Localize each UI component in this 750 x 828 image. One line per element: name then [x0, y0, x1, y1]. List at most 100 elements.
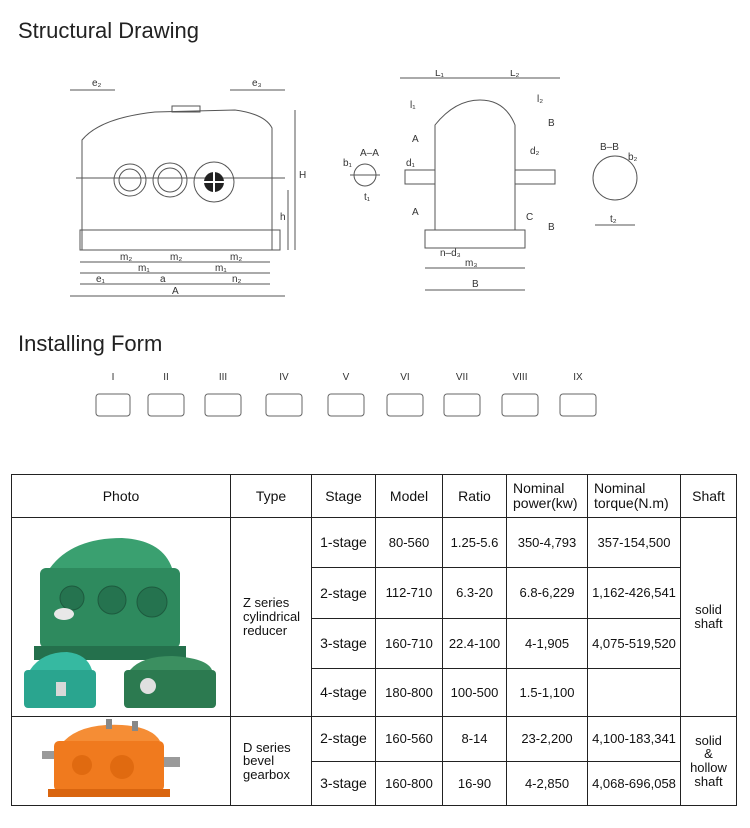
header-photo: Photo — [11, 474, 231, 518]
d-shaft-line2: & — [704, 746, 713, 762]
label-m1-b: m₁ — [215, 263, 227, 274]
label-d1: d₁ — [406, 158, 416, 169]
label-d2: d₂ — [530, 146, 540, 157]
table-row: 3-stage 160-800 16-90 4-2,850 4,068-696,… — [12, 760, 737, 807]
z-type-line2: cylindrical — [243, 609, 301, 624]
table-row: 3-stage 160-710 22.4-100 4-1,905 4,075-5… — [12, 617, 737, 670]
label-t2: t₂ — [610, 214, 617, 225]
d-shaft-line4: shaft — [694, 773, 723, 789]
z-torque-2: 1,162-426,541 — [587, 567, 681, 619]
z-power-3: 4-1,905 — [506, 617, 588, 670]
z-series-photo — [11, 517, 231, 717]
install-form-1: I — [112, 372, 115, 383]
front-view-housing — [81, 109, 273, 251]
label-m2-b: m₂ — [170, 252, 182, 263]
z-stage-1: 1-stage — [311, 516, 376, 569]
label-n2: n₂ — [232, 274, 242, 285]
gear-circle-1 — [113, 163, 147, 197]
install-form-3: III — [219, 372, 227, 383]
label-m2-c: m₂ — [230, 252, 242, 263]
label-A-bottom: A — [412, 207, 419, 218]
d-stage-2: 3-stage — [311, 760, 376, 807]
z-power-4: 1.5-1,100 — [506, 668, 588, 717]
z-model-3: 160-710 — [375, 617, 443, 670]
label-b1: b₁ — [343, 158, 353, 169]
d-series-type: D series bevel gearbox — [230, 715, 312, 807]
label-bb: B–B — [600, 142, 619, 153]
z-type-line3: reducer — [243, 622, 288, 638]
label-B-bottom: B — [548, 222, 555, 233]
z-shaft-line2: shaft — [694, 615, 723, 631]
z-ratio-2: 6.3-20 — [442, 567, 507, 619]
install-box-8 — [501, 393, 539, 417]
label-m1-a: m₁ — [138, 263, 150, 274]
z-stage-4: 4-stage — [311, 668, 376, 717]
header-torque-line2: torque(N.m) — [594, 495, 669, 511]
z-model-2: 112-710 — [375, 567, 443, 619]
label-A: A — [172, 286, 179, 297]
install-box-4 — [265, 393, 303, 417]
label-t1: t₁ — [364, 192, 371, 203]
label-h: h — [280, 212, 286, 223]
install-box-1 — [95, 393, 131, 417]
install-form-2: II — [163, 372, 169, 383]
table-row: Z series cylindrical reducer 1-stage 80-… — [11, 516, 737, 717]
label-m2-a: m₂ — [120, 252, 132, 263]
d-series-photo — [11, 715, 231, 807]
install-form-5: V — [343, 372, 350, 383]
z-model-1: 80-560 — [375, 516, 443, 569]
d-gearbox-image — [42, 718, 180, 797]
z-reducer-small-teal-image — [24, 652, 96, 708]
output-shaft — [514, 169, 556, 185]
installing-forms-svg: I II III IV V VI VII VIII IX — [95, 372, 597, 417]
d-torque-2: 4,068-696,058 — [587, 760, 681, 807]
label-e2: e₂ — [92, 78, 102, 89]
z-reducer-large-image — [34, 538, 186, 660]
label-e1: e₁ — [96, 274, 106, 285]
install-box-9 — [559, 393, 597, 417]
z-model-4: 180-800 — [375, 668, 443, 717]
z-torque-4 — [587, 668, 681, 717]
label-A-top: A — [412, 134, 419, 145]
header-type: Type — [230, 474, 312, 518]
z-power-1: 350-4,793 — [506, 516, 588, 569]
label-L1: L₁ — [435, 70, 445, 79]
install-form-6: VI — [400, 372, 409, 383]
d-power-1: 23-2,200 — [506, 715, 588, 762]
d-model-1: 160-560 — [375, 715, 443, 762]
d-type-line1: D series — [243, 739, 291, 755]
label-nd3: n–d₃ — [440, 248, 461, 259]
z-shaft-line1: solid — [695, 602, 722, 618]
d-power-2: 4-2,850 — [506, 760, 588, 807]
label-l2: l₂ — [537, 94, 543, 105]
header-shaft: Shaft — [680, 474, 737, 518]
z-power-2: 6.8-6,229 — [506, 567, 588, 619]
label-b2: b₂ — [628, 152, 638, 163]
z-ratio-1: 1.25-5.6 — [442, 516, 507, 569]
z-ratio-3: 22.4-100 — [442, 617, 507, 670]
d-torque-1: 4,100-183,341 — [587, 715, 681, 762]
label-a: a — [160, 274, 166, 285]
z-ratio-4: 100-500 — [442, 668, 507, 717]
z-type-line1: Z series — [243, 595, 290, 611]
label-L2: L₂ — [510, 70, 520, 79]
header-power-line1: Nominal — [513, 480, 565, 497]
z-stage-2: 2-stage — [311, 567, 376, 619]
d-type-line3: gearbox — [243, 766, 290, 782]
header-power-line2: power(kw) — [513, 495, 578, 511]
install-box-2 — [147, 393, 185, 417]
table-row: 4-stage 180-800 100-500 1.5-1,100 — [12, 668, 737, 717]
install-box-5 — [327, 393, 365, 417]
header-model: Model — [375, 474, 443, 518]
label-l1: l₁ — [410, 100, 416, 111]
install-form-8: VIII — [512, 372, 527, 383]
label-aa: A–A — [360, 148, 379, 159]
label-B-top: B — [548, 118, 555, 129]
input-shaft — [404, 169, 436, 185]
installing-form-title: Installing Form — [18, 331, 163, 356]
gear-circle-2 — [152, 162, 188, 198]
z-shaft: solid shaft — [680, 517, 737, 717]
